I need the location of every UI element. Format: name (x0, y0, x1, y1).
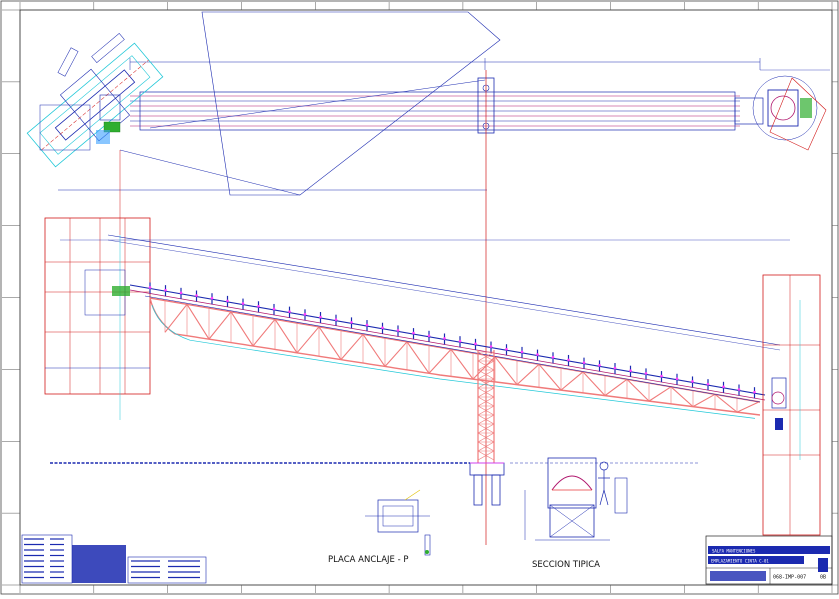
title-block (705, 535, 833, 585)
plan-belt-stringers (130, 95, 740, 127)
typical-section-label: SECCION TIPICA (532, 560, 600, 570)
plan-view (26, 11, 830, 196)
elevation-view (44, 217, 821, 536)
head-pulley-plan (734, 69, 830, 151)
belt-line (129, 284, 766, 396)
title-block-title: EMPLAZAMIENTO CINTA C-01 (711, 559, 769, 564)
idler-rollers (148, 282, 756, 399)
typical-section (524, 457, 628, 541)
drawing-revision: 0B (820, 575, 826, 581)
tower-foundation (469, 462, 505, 506)
tail-detail-grid (44, 217, 151, 420)
anchor-plate-label: PLACA ANCLAJE - P (328, 555, 409, 565)
anchor-plate-detail (365, 489, 431, 556)
notes-table (21, 534, 207, 584)
head-end-elevation (762, 274, 821, 536)
drawing-number: 068-IMP-007 (773, 575, 806, 581)
title-block-company: SALFA MANTENCIONES (712, 549, 756, 554)
support-tower (477, 350, 495, 463)
